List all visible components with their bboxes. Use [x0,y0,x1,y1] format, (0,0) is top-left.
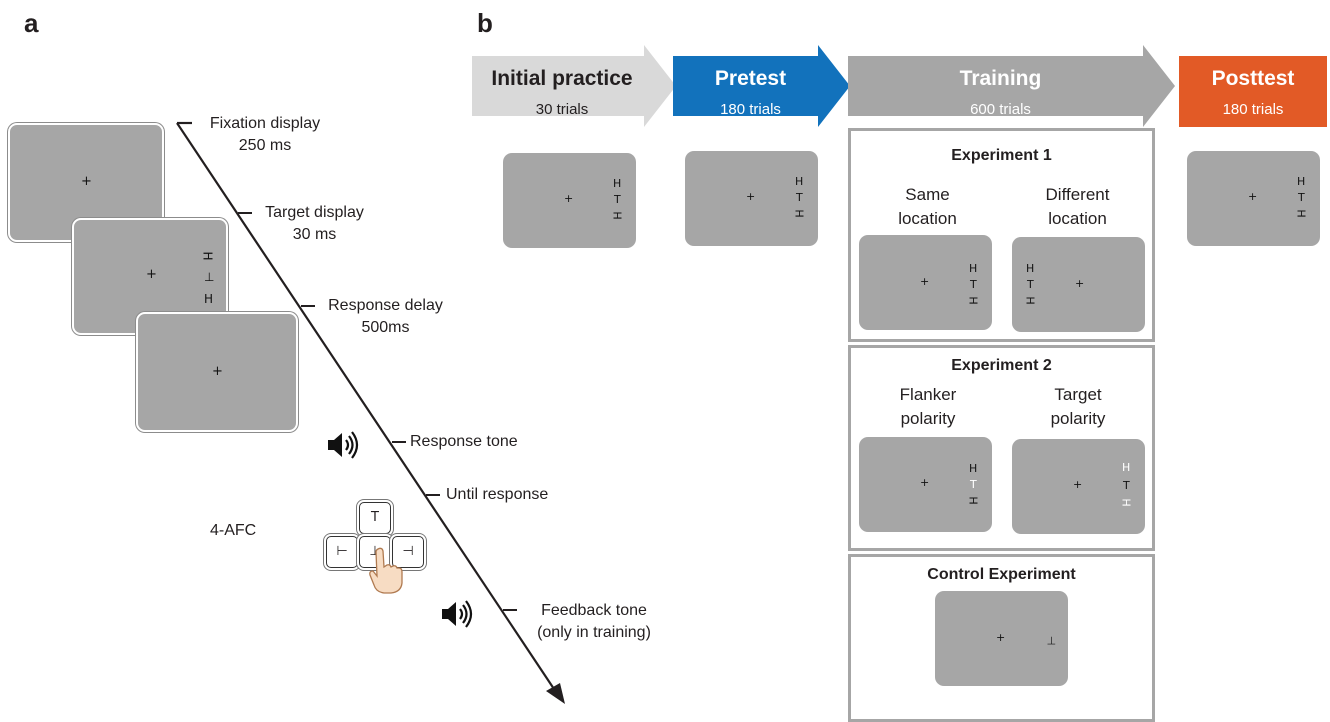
speaker-icon [328,431,359,459]
target-letter: T [970,278,977,291]
phase-arrow-training [848,45,1175,127]
target-letter: T [1123,479,1130,492]
fixation-cross: + [1073,478,1083,491]
experiment-2-title: Experiment 2 [951,357,1052,374]
control-target-letter: ⊣ [1044,635,1058,646]
target-letter: ⊥ [204,270,215,284]
different-location-screen: H T H + [1012,237,1145,332]
phase-box-posttest [1179,56,1327,127]
target-letter: T [970,478,977,491]
flanker-letter: H [1026,262,1035,275]
speaker-icon [442,600,473,628]
event-until-response: Until response [446,486,549,503]
experiment-2-box [848,345,1155,551]
flanker-letter: H [613,177,622,190]
phase-title-practice: Initial practice [491,67,633,90]
phase-trials-posttest: 180 trials [1222,101,1284,118]
tick-response-tone [392,441,406,443]
phase-trials-practice: 30 trials [535,101,589,118]
fixation-cross: + [920,275,930,288]
target-letter: T [1298,191,1305,204]
flanker-letter: H [1122,461,1131,474]
target-letter: T [796,191,803,204]
fixation-cross: + [81,174,92,189]
response-mode-label: 4-AFC [210,522,257,539]
practice-stimulus-screen: + H T H [503,153,636,248]
posttest-stimulus-screen: + H T H [1187,151,1320,246]
fixation-cross: + [564,192,574,205]
phase-title-pretest: Pretest [714,67,787,90]
fixation-cross: + [920,476,930,489]
flanker-letter: H [1119,498,1133,507]
panel-a-label: a [24,8,39,38]
phase-trials-pretest: 180 trials [720,101,781,118]
flanker-letter: H [1294,209,1308,218]
fixation-cross: + [746,190,756,203]
flanker-letter: H [1023,296,1037,305]
tick-delay [301,305,315,307]
key-right[interactable]: ⊣ [392,536,424,568]
condition-same-location: Same location [898,185,957,228]
same-location-screen: + H T H [859,235,992,330]
experiment-1-box [848,128,1155,342]
fixation-cross: + [996,631,1006,644]
phase-trials-training: 600 trials [970,101,1031,118]
flanker-letter: H [610,211,624,220]
control-stimulus-screen: + ⊣ [935,591,1068,686]
flanker-polarity-screen: + H T H [859,437,992,532]
flanker-letter: H [204,292,214,306]
hand-pointer-icon [369,547,403,594]
control-experiment-title: Control Experiment [927,566,1076,583]
key-up[interactable]: T [359,502,391,534]
flanker-letter: H [795,175,804,188]
tick-until-response [426,494,440,496]
condition-different-location: Different location [1045,185,1110,228]
flanker-letter: H [966,296,980,305]
fixation-cross: + [146,267,157,282]
condition-flanker-polarity: Flanker polarity [899,385,957,428]
event-response-tone: Response tone [410,433,518,450]
flanker-letter: H [1297,175,1306,188]
phase-title-posttest: Posttest [1211,67,1295,90]
target-letter: T [614,193,621,206]
flanker-letter: H [969,462,978,475]
phase-title-training: Training [959,67,1042,90]
phase-arrow-practice [472,45,676,127]
tick-feedback [503,609,517,611]
flanker-letter: H [969,262,978,275]
fixation-cross: + [212,364,223,379]
flanker-letter: H [966,496,980,505]
delay-screen: + [136,312,298,432]
phase-arrow-pretest [673,45,850,127]
fixation-cross: + [1075,277,1085,290]
flanker-letter: H [792,209,806,218]
condition-target-polarity: Target polarity [1050,385,1106,428]
pretest-stimulus-screen: + H T H [685,151,818,246]
key-left[interactable]: ⊢ [326,536,358,568]
key-down[interactable]: ⊥ [359,536,391,568]
target-letter: T [1027,278,1034,291]
event-feedback: Feedback tone(only in training) [537,602,651,641]
experiment-1-title: Experiment 1 [951,147,1052,164]
fixation-cross: + [1248,190,1258,203]
target-polarity-screen: + H T H [1012,439,1145,534]
panel-b-label: b [477,8,493,38]
tick-target [238,212,252,214]
